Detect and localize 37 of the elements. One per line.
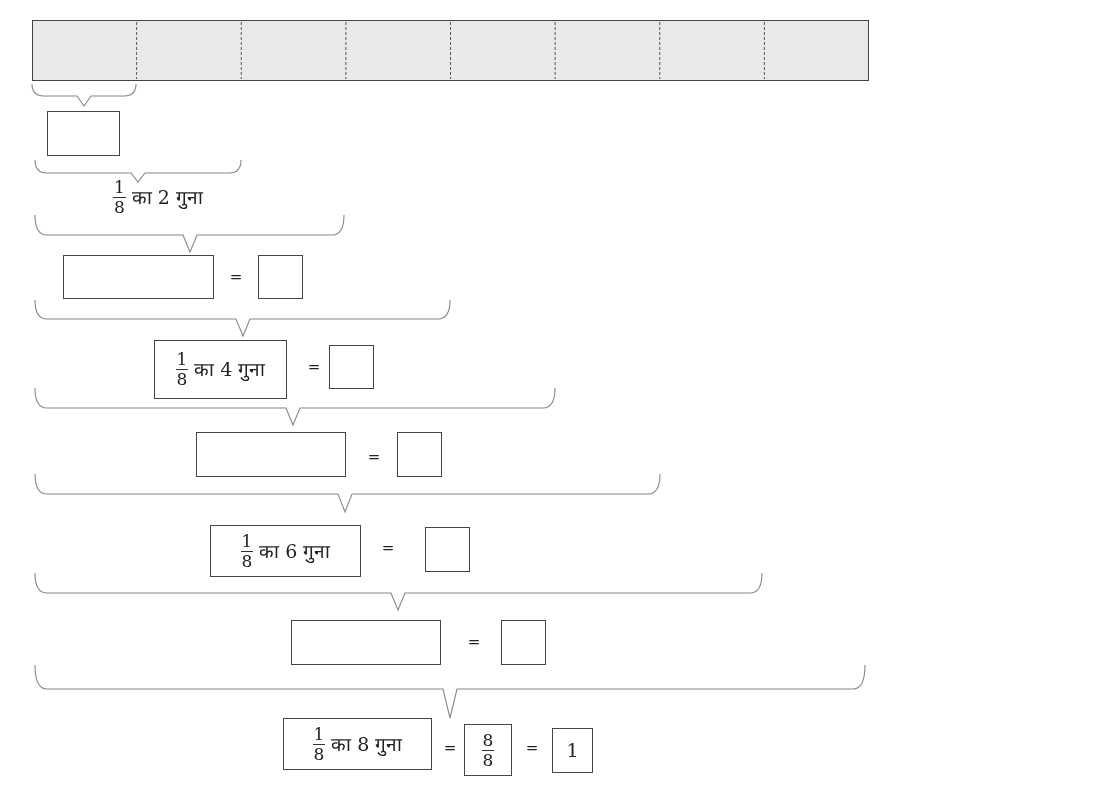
denominator: 8 [481,750,495,769]
equals-sign: = [443,740,457,756]
number: 1 [566,740,579,761]
answer-box [291,620,441,665]
answer-box [501,620,546,665]
expression-text: का 6 गुना [259,540,331,562]
expression-text: का 2 गुना [131,186,203,208]
numerator: 8 [481,731,495,751]
answer-box [258,255,303,299]
answer-box [63,255,214,299]
numerator: 1 [175,351,189,370]
equals-sign: = [367,449,381,465]
equals-sign: = [307,359,321,375]
fraction-strip [32,20,869,81]
equals-sign: = [229,269,243,285]
denominator: 8 [240,551,254,570]
answer-box [47,111,120,156]
denominator: 8 [312,744,326,763]
expression-box [154,340,287,399]
equals-sign: = [381,540,395,556]
expression-box [210,525,361,577]
equals-sign: = [525,740,539,756]
expression-box [283,718,432,770]
denominator: 8 [175,370,189,388]
numerator: 1 [240,532,254,552]
equals-sign: = [467,634,481,650]
expression-box [464,724,512,776]
expression-text: का 4 गुना [194,359,266,380]
numerator: 1 [312,725,326,745]
answer-box [425,527,470,572]
expression-box [552,728,593,773]
answer-box [329,345,374,389]
numerator: 1 [113,178,126,198]
expression-text: का 8 गुना [331,733,403,755]
answer-box [397,432,442,477]
denominator: 8 [113,197,126,216]
answer-box [196,432,346,477]
